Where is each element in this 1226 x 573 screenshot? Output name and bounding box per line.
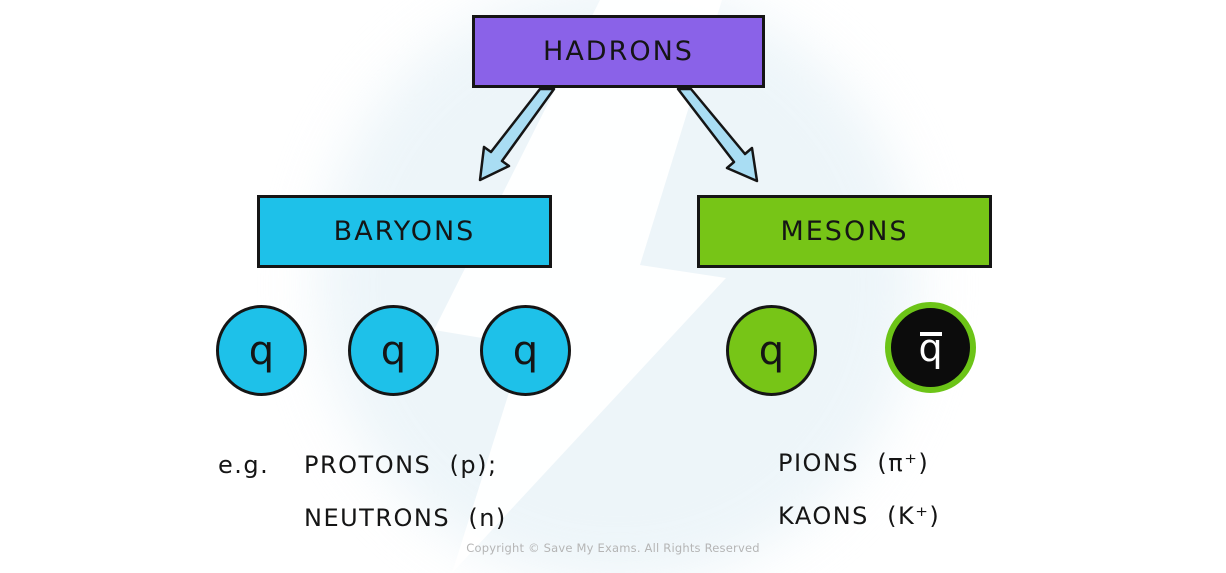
mesons-label: MESONS	[780, 216, 909, 247]
baryon-quark-circle-3: q	[480, 305, 571, 396]
quark-label: q	[512, 327, 539, 374]
meson-example-kaons: KAONS (K⁺)	[778, 502, 941, 530]
baryons-label: BARYONS	[333, 216, 476, 247]
baryons-box: BARYONS	[257, 195, 552, 268]
antiquark-label: q	[918, 325, 943, 370]
baryon-quark-circle-2: q	[348, 305, 439, 396]
copyright-notice: Copyright © Save My Exams. All Rights Re…	[466, 541, 760, 555]
meson-example-pions: PIONS (π⁺)	[778, 449, 930, 477]
hadrons-label: HADRONS	[543, 36, 694, 67]
quark-label: q	[380, 327, 407, 374]
arrow-hadrons-to-baryons-icon	[478, 87, 556, 182]
mesons-box: MESONS	[697, 195, 992, 268]
arrow-hadrons-to-mesons-icon	[676, 87, 759, 183]
baryon-quark-circle-1: q	[216, 305, 307, 396]
baryon-example-protons: PROTONS (p);	[304, 451, 498, 479]
watermark-bolt-shape	[434, 0, 726, 573]
examples-prefix: e.g.	[218, 451, 270, 479]
hadrons-box: HADRONS	[472, 15, 765, 88]
quark-label: q	[758, 327, 785, 374]
meson-quark-circle: q	[726, 305, 817, 396]
quark-label: q	[248, 327, 275, 374]
meson-antiquark-circle: q	[885, 302, 976, 393]
baryon-example-neutrons: NEUTRONS (n)	[304, 504, 507, 532]
